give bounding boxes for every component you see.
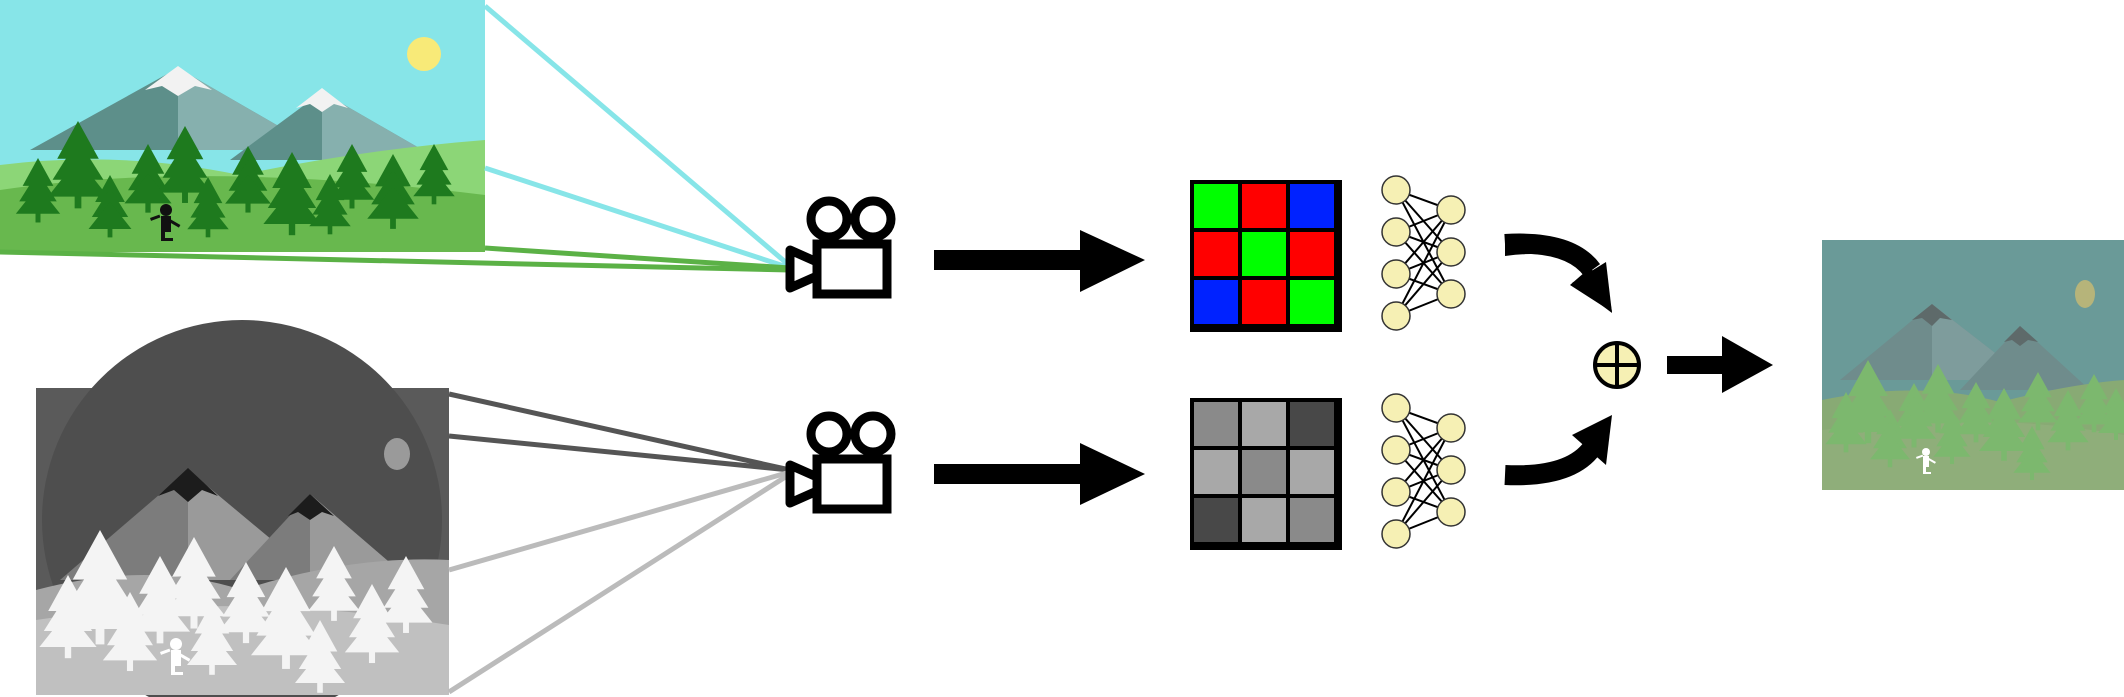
filter-cell (1194, 184, 1238, 228)
pine-tree (2098, 388, 2124, 440)
filter-cell (1194, 280, 1238, 324)
neuron (1381, 259, 1411, 289)
pine-tree (225, 146, 271, 213)
snow-cap-left (145, 66, 212, 96)
neuron (1436, 279, 1466, 309)
grayscale-filter-grid (1190, 398, 1342, 550)
filter-cell (1242, 450, 1286, 494)
pine-tree (88, 175, 132, 238)
pine-tree (2013, 426, 2051, 481)
pine-tree (413, 144, 455, 205)
person-icon (149, 204, 181, 241)
pine-tree (379, 556, 433, 633)
rgb-color-filter-array (1190, 180, 1342, 332)
neuron (1436, 195, 1466, 225)
filter-cell (1290, 232, 1334, 276)
filter-cell (1194, 232, 1238, 276)
fusion-operator-icon (1593, 341, 1641, 389)
neuron (1381, 477, 1411, 507)
video-camera-icon (785, 196, 896, 299)
filter-cell (1290, 498, 1334, 542)
filter-cell (1194, 402, 1238, 446)
filter-cell (1194, 498, 1238, 542)
neuron (1436, 455, 1466, 485)
color-landscape-image (0, 0, 485, 252)
filter-cell (1242, 232, 1286, 276)
arrow-camera-to-filter-top (934, 230, 1145, 292)
filter-cell (1242, 498, 1286, 542)
arrow-fusion-to-output (1667, 336, 1773, 393)
pine-tree (1869, 409, 1911, 468)
filter-cell (1290, 402, 1334, 446)
pine-tree (102, 592, 158, 672)
dark-cap-right (288, 494, 334, 520)
pine-tree (329, 144, 375, 209)
pine-tree (124, 144, 172, 213)
arrow-camera-to-filter-bottom (934, 443, 1145, 505)
neuron (1381, 393, 1411, 423)
pine-tree (187, 177, 229, 238)
person-icon-white (159, 638, 191, 675)
filter-cell (1242, 402, 1286, 446)
field-of-view-lines-gray (447, 391, 792, 695)
fused-output-image (1822, 240, 2124, 490)
pine-tree (1978, 388, 2030, 461)
neuron (1381, 217, 1411, 247)
neuron (1381, 175, 1411, 205)
tree-group-gray (39, 530, 433, 693)
neuron (1436, 497, 1466, 527)
tree-group-faded (1825, 360, 2124, 481)
neuron (1436, 237, 1466, 267)
snow-cap-right (296, 88, 348, 112)
filter-cell (1194, 450, 1238, 494)
pine-tree (263, 152, 321, 236)
sun-icon (407, 37, 441, 71)
pine-tree (344, 584, 400, 664)
moon-icon (384, 438, 410, 470)
sun-icon-faded (2075, 280, 2095, 308)
pine-tree (2017, 372, 2059, 431)
person-icon-output (1915, 448, 1936, 474)
grayscale-landscape-image (36, 320, 449, 697)
filter-cell (1290, 280, 1334, 324)
pine-tree (186, 602, 238, 675)
pine-tree (1933, 410, 1971, 465)
pine-tree (158, 126, 212, 203)
dark-cap-left (158, 468, 218, 502)
pine-tree (294, 620, 346, 693)
pine-tree (367, 154, 419, 229)
field-of-view-lines-rgb (0, 4, 792, 273)
filter-cell (1242, 280, 1286, 324)
video-camera-icon (785, 411, 896, 514)
pine-tree (250, 567, 322, 669)
neuron (1381, 301, 1411, 331)
curved-arrow-top-to-fusion (1504, 233, 1612, 313)
filter-cell (1242, 184, 1286, 228)
pine-tree (308, 546, 360, 621)
pine-tree (1955, 382, 1997, 443)
tree-group (15, 121, 455, 238)
filter-cell (1290, 184, 1334, 228)
pine-tree (15, 158, 61, 223)
curved-arrow-bottom-to-fusion (1504, 415, 1612, 486)
neuron (1436, 413, 1466, 443)
neuron (1381, 519, 1411, 549)
pine-tree (47, 121, 109, 209)
pine-tree (218, 562, 274, 644)
neural-network-icon (1381, 393, 1466, 549)
filter-cell (1290, 450, 1334, 494)
neuron (1381, 435, 1411, 465)
neural-network-icon (1381, 175, 1466, 331)
